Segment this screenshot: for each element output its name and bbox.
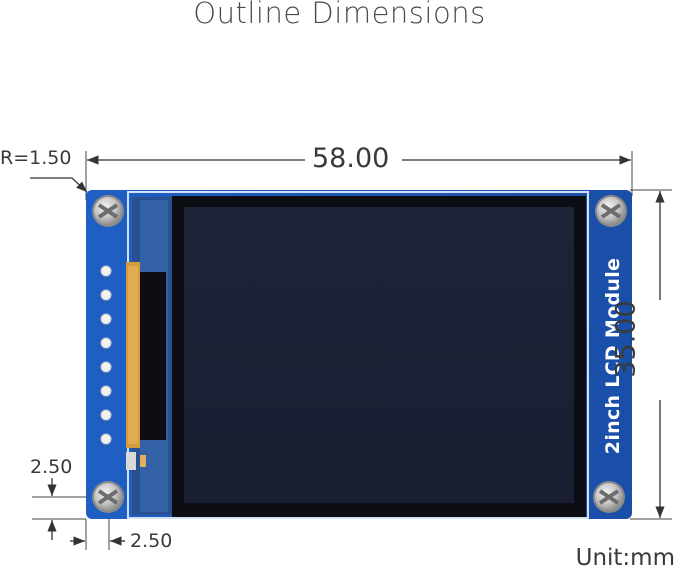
width-label: 58.00: [312, 143, 390, 174]
screw-bottom-left: [92, 481, 124, 513]
hole-offset-y-label: 2.50: [30, 456, 73, 478]
height-dimension: [630, 189, 672, 520]
diagram-title: Outline Dimensions: [193, 0, 486, 30]
corner-radius-label: R=1.50: [0, 147, 72, 169]
screw-top-right: [595, 195, 627, 227]
screw-top-left: [92, 195, 124, 227]
pin-header: [100, 265, 112, 445]
lcd-module: [86, 190, 632, 519]
unit-label: Unit:mm: [575, 545, 675, 571]
radius-leader: [30, 177, 88, 193]
hole-offset-x-label: 2.50: [130, 530, 173, 552]
display-screen: [184, 207, 574, 503]
screw-bottom-right: [593, 481, 625, 513]
height-label: 35.00: [610, 300, 642, 378]
width-dimension: [85, 151, 633, 200]
